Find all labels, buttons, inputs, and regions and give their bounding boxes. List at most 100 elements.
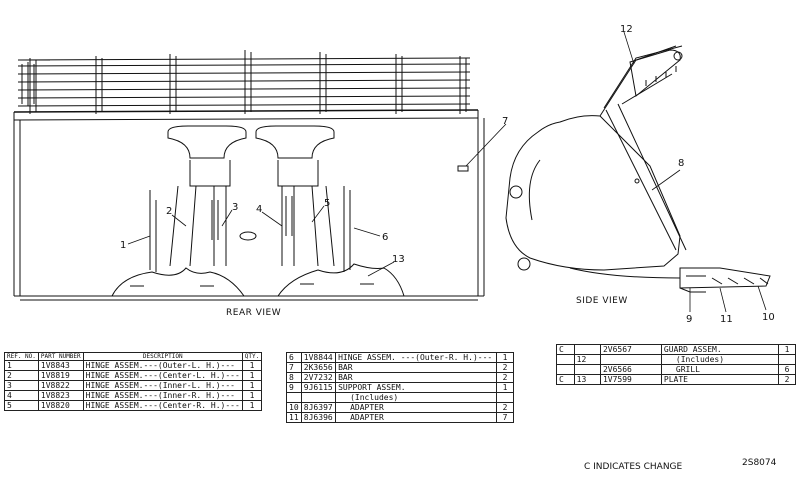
desc-cell: PLATE: [660, 374, 780, 385]
header-qty: QTY.: [241, 352, 263, 361]
part-cell: 1V8843: [37, 360, 84, 371]
qty-cell: 6: [778, 364, 796, 375]
ref-cell: 2: [4, 370, 39, 381]
side-leaders: [623, 31, 767, 313]
desc-cell: HINGE ASSEM.---(Center-L. H.)---: [82, 370, 243, 381]
ref-cell: 3: [4, 380, 39, 391]
qty-cell: 2: [778, 374, 796, 385]
part-cell: 9J6115: [300, 382, 337, 393]
change-mark: C: [556, 344, 575, 355]
callout-10: 10: [762, 312, 775, 323]
callout-8: 8: [678, 158, 684, 169]
part-cell: 8J6397: [300, 402, 337, 413]
qty-cell: 1: [241, 360, 263, 371]
desc-cell: SUPPORT ASSEM.: [335, 382, 497, 393]
rear-view-bucket: [13, 50, 485, 301]
ref-cell: [286, 392, 302, 403]
part-cell: 1V8820: [37, 400, 84, 411]
qty-cell: 1: [241, 390, 263, 401]
qty-cell: 1: [241, 400, 263, 411]
ref-cell: 7: [286, 362, 302, 373]
callout-4: 4: [256, 204, 262, 215]
callout-1: 1: [120, 240, 126, 251]
desc-cell: GUARD ASSEM.: [660, 344, 780, 355]
qty-cell: 1: [241, 370, 263, 381]
qty-cell: 2: [496, 402, 514, 413]
ref-cell: 9: [286, 382, 302, 393]
qty-cell: 7: [496, 412, 514, 423]
change-mark: C: [556, 374, 575, 385]
desc-cell: HINGE ASSEM. ---(Outer-R. H.)---: [335, 352, 497, 363]
rear-leaders: [127, 123, 507, 277]
header-part: PART NUMBER: [37, 352, 84, 361]
ref-cell: 12: [573, 354, 601, 365]
ref-cell: 11: [286, 412, 302, 423]
table-row: 12 (Includes): [556, 354, 796, 365]
qty-cell: 1: [241, 380, 263, 391]
ref-cell: 8: [286, 372, 302, 383]
table-row: (Includes): [286, 392, 514, 403]
rear-view-caption: REAR VIEW: [226, 308, 282, 318]
callout-9: 9: [686, 314, 692, 325]
desc-cell: HINGE ASSEM.---(Inner-R. H.)---: [82, 390, 243, 401]
part-cell: 1V8844: [300, 352, 337, 363]
callout-5: 5: [324, 198, 330, 209]
qty-cell: 2: [496, 362, 514, 373]
desc-cell: BAR: [335, 362, 497, 373]
ref-cell: 5: [4, 400, 39, 411]
change-mark: [556, 354, 575, 365]
part-cell: 2V6567: [599, 344, 662, 355]
qty-cell: 2: [496, 372, 514, 383]
ref-cell: [573, 344, 601, 355]
part-cell: [599, 354, 662, 365]
ref-cell: 6: [286, 352, 302, 363]
side-view-caption: SIDE VIEW: [576, 296, 628, 306]
callout-6: 6: [382, 232, 388, 243]
desc-cell: HINGE ASSEM.---(Outer-L. H.)---: [82, 360, 243, 371]
callout-7: 7: [502, 116, 508, 127]
callout-numbers: 1 2 3 4 5 6 7 13 8 9 10 11 12: [120, 24, 775, 325]
qty-cell: 1: [778, 344, 796, 355]
desc-cell: GRILL: [660, 364, 780, 375]
part-cell: 2V6566: [599, 364, 662, 375]
ref-cell: 10: [286, 402, 302, 413]
part-cell: 8J6396: [300, 412, 337, 423]
part-cell: 1V8819: [37, 370, 84, 381]
header-desc: DESCRIPTION: [82, 352, 243, 361]
callout-12: 12: [620, 24, 633, 35]
desc-cell: ADAPTER: [335, 412, 497, 423]
ref-cell: [573, 364, 601, 375]
part-cell: 1V8822: [37, 380, 84, 391]
ref-cell: 13: [573, 374, 601, 385]
desc-cell: (Includes): [660, 354, 780, 365]
header-ref: REF. NO.: [4, 352, 39, 361]
desc-cell: HINGE ASSEM.---(Inner-L. H.)---: [82, 380, 243, 391]
part-cell: 1V8823: [37, 390, 84, 401]
callout-11: 11: [720, 314, 733, 325]
desc-cell: (Includes): [335, 392, 497, 403]
drawing-number: 2S8074: [742, 458, 777, 468]
change-note: C INDICATES CHANGE: [584, 462, 683, 472]
qty-cell: 1: [496, 352, 514, 363]
side-view-bucket: [505, 45, 771, 293]
callout-13: 13: [392, 254, 405, 265]
part-cell: [300, 392, 337, 403]
